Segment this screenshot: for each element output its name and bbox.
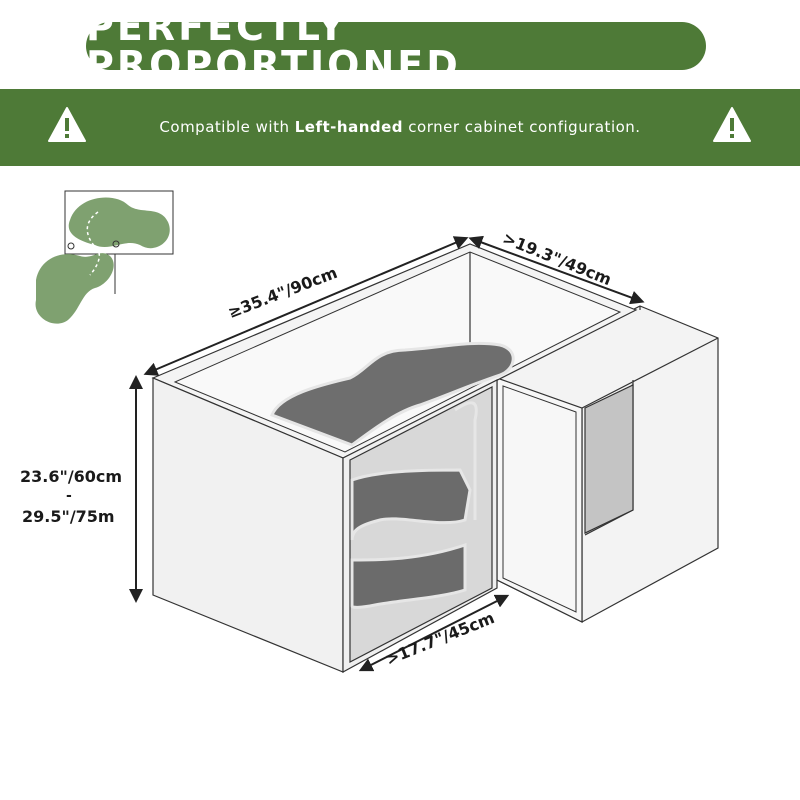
title-banner: PERFECTLY PROPORTIONED [86, 8, 706, 84]
height-max-label: 29.5"/75m [22, 507, 115, 526]
lazy-susan-layout-icon [35, 190, 174, 324]
warning-triangle-icon [713, 107, 751, 142]
compatibility-note-emphasis: Left-handed [294, 118, 404, 136]
dimension-arrows [129, 235, 645, 672]
compatibility-note-prefix: Compatible with [159, 118, 295, 136]
warning-triangle-icon [48, 107, 86, 142]
compatibility-note-suffix: corner cabinet configuration. [403, 118, 641, 136]
cabinet-door [496, 377, 583, 623]
height-range-dash: - [66, 488, 72, 504]
compatibility-banner: Compatible with Left-handed corner cabin… [0, 89, 800, 166]
page-title: PERFECTLY PROPORTIONED [86, 5, 461, 87]
compatibility-note: Compatible with Left-handed corner cabin… [0, 118, 800, 136]
height-min-label: 23.6"/60cm [20, 467, 123, 486]
